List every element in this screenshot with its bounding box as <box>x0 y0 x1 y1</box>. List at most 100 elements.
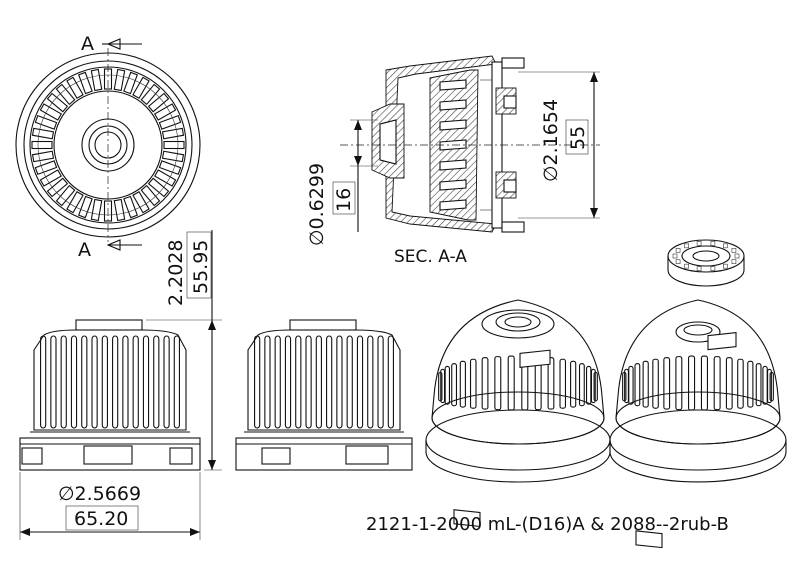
thread-tooth <box>439 159 467 171</box>
dim-thread-diameter-in: ∅2.1654 <box>540 99 562 182</box>
gasket-rib <box>684 243 689 249</box>
iso-rib <box>767 368 772 404</box>
iso-rib <box>769 371 774 402</box>
iso-rib <box>624 368 629 404</box>
top-rib <box>163 140 185 150</box>
front-rib <box>367 335 374 429</box>
top-rib <box>113 68 126 92</box>
top-rib <box>39 169 63 187</box>
iso-rib <box>725 357 733 410</box>
front-rib <box>163 335 170 429</box>
front-view-left: 2.2028 55.95 ∅2.5669 65.20 <box>19 230 222 540</box>
iso-rib <box>755 363 762 407</box>
top-rib <box>123 71 138 95</box>
top-rib <box>132 190 150 214</box>
iso-rib <box>494 356 502 411</box>
top-rib <box>140 83 161 106</box>
front-rib <box>326 335 333 429</box>
iso-rib <box>578 363 585 407</box>
iso-rib <box>451 363 458 407</box>
top-rib <box>39 103 63 121</box>
isometric-exploded-ribs <box>622 355 774 411</box>
top-rib <box>34 115 58 130</box>
gasket-rib <box>696 266 702 271</box>
top-rib <box>66 190 84 214</box>
front-rib <box>346 335 353 429</box>
gasket-rib <box>696 241 702 246</box>
iso-rib <box>737 358 744 409</box>
iso-rib <box>747 360 754 408</box>
iso-rib <box>459 360 466 408</box>
front-rib <box>305 335 312 429</box>
top-rib <box>46 177 69 198</box>
thread-teeth <box>439 79 467 211</box>
front-rib <box>142 335 150 429</box>
iso-rib <box>688 355 696 411</box>
front-rib <box>377 335 384 429</box>
top-rib <box>31 150 55 163</box>
front-rib <box>132 335 139 429</box>
iso-rib <box>440 368 446 404</box>
gasket-rib <box>684 263 689 269</box>
iso-rib <box>586 365 592 405</box>
gasket-rib <box>710 266 716 271</box>
dim-height-mm: 55.95 <box>190 240 212 294</box>
section-view: ∅0.6299 16 SEC. A-A ∅2.1654 55 <box>306 55 600 267</box>
iso-rib <box>642 360 649 408</box>
iso-rib <box>593 371 598 402</box>
isometric-view-assembled <box>425 299 611 528</box>
iso-rib <box>559 358 567 409</box>
dim-height-in: 2.2028 <box>165 240 187 306</box>
dim-thread-diameter-mm: 55 <box>567 126 589 150</box>
drawing-caption: 2121-1-2000 mL-(D16)A & 2088--2rub-B <box>366 514 729 535</box>
front-rib <box>60 335 67 429</box>
front-rib <box>284 335 292 429</box>
top-rib <box>147 92 170 113</box>
iso-rib <box>469 358 477 409</box>
front-rib <box>173 335 180 429</box>
top-rib <box>55 83 76 106</box>
front-view-left-ribs <box>40 335 180 429</box>
thread-tooth <box>439 199 467 211</box>
top-rib <box>66 76 84 100</box>
front-rib <box>81 335 88 429</box>
gasket-rib <box>710 241 716 246</box>
iso-rib <box>547 357 555 410</box>
dim-inner-diameter-mm: 16 <box>333 188 355 212</box>
front-rib <box>153 335 160 429</box>
top-rib <box>90 198 103 222</box>
top-rib <box>161 127 185 140</box>
iso-rib <box>628 365 634 405</box>
gasket-rib <box>723 263 728 269</box>
iso-rib <box>481 357 489 410</box>
top-rib <box>90 68 103 92</box>
top-rib <box>132 76 150 100</box>
top-rib <box>123 195 138 219</box>
top-rib <box>140 184 161 207</box>
front-view-middle <box>235 319 413 471</box>
section-title: SEC. A-A <box>394 247 467 267</box>
front-rib <box>112 335 119 429</box>
dim-outer-diameter-in: ∅2.5669 <box>58 483 141 505</box>
top-rib <box>161 150 185 163</box>
front-rib <box>295 335 302 429</box>
top-rib <box>55 184 76 207</box>
iso-rib <box>700 355 708 411</box>
iso-rib <box>570 360 577 408</box>
iso-rib <box>762 365 768 405</box>
iso-rib <box>675 356 683 411</box>
front-rib <box>254 335 261 429</box>
top-rib <box>78 195 93 219</box>
gasket-ribs <box>672 241 740 271</box>
top-rib <box>34 160 58 175</box>
gasket-rib <box>734 253 740 259</box>
front-rib <box>122 335 129 429</box>
top-rib <box>147 177 170 198</box>
gasket-rib <box>672 253 678 259</box>
gasket-rib <box>675 248 681 253</box>
iso-rib <box>634 363 641 407</box>
front-view-middle-ribs <box>254 335 394 429</box>
top-rib <box>31 127 55 140</box>
front-rib <box>387 335 394 429</box>
